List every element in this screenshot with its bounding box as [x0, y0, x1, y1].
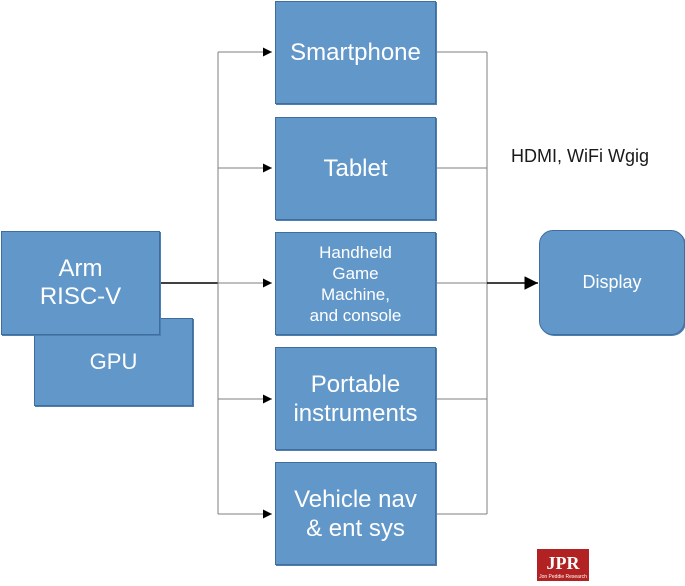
gpu-label: GPU [89, 349, 138, 374]
device-box-vehicle: Vehicle nav & ent sys [275, 462, 436, 565]
link-note: HDMI, WiFi Wgig [511, 146, 649, 166]
device-box-tablet: Tablet [275, 117, 436, 220]
device-label-vehicle: Vehicle nav & ent sys [294, 485, 417, 542]
jpr-logo-icon: JPR Jon Peddie Research [537, 549, 589, 581]
display-label: Display [582, 272, 642, 292]
device-box-portable: Portable instruments [275, 347, 436, 450]
cpu-label: Arm RISC-V [39, 255, 122, 310]
device-label-smartphone: Smartphone [290, 38, 421, 66]
device-box-handheld: Handheld Game Machine, and console [275, 232, 436, 335]
device-label-tablet: Tablet [323, 154, 388, 182]
device-label-handheld: Handheld Game Machine, and console [309, 242, 402, 325]
device-label-portable: Portable instruments [293, 370, 418, 427]
device-box-smartphone: Smartphone [275, 1, 436, 104]
jpr-logo: JPR Jon Peddie Research [536, 548, 590, 582]
svg-text:JPR: JPR [547, 553, 581, 573]
svg-text:Jon Peddie Research: Jon Peddie Research [539, 574, 587, 580]
cpu-box: Arm RISC-V [1, 231, 160, 335]
display-box: Display [539, 230, 685, 335]
